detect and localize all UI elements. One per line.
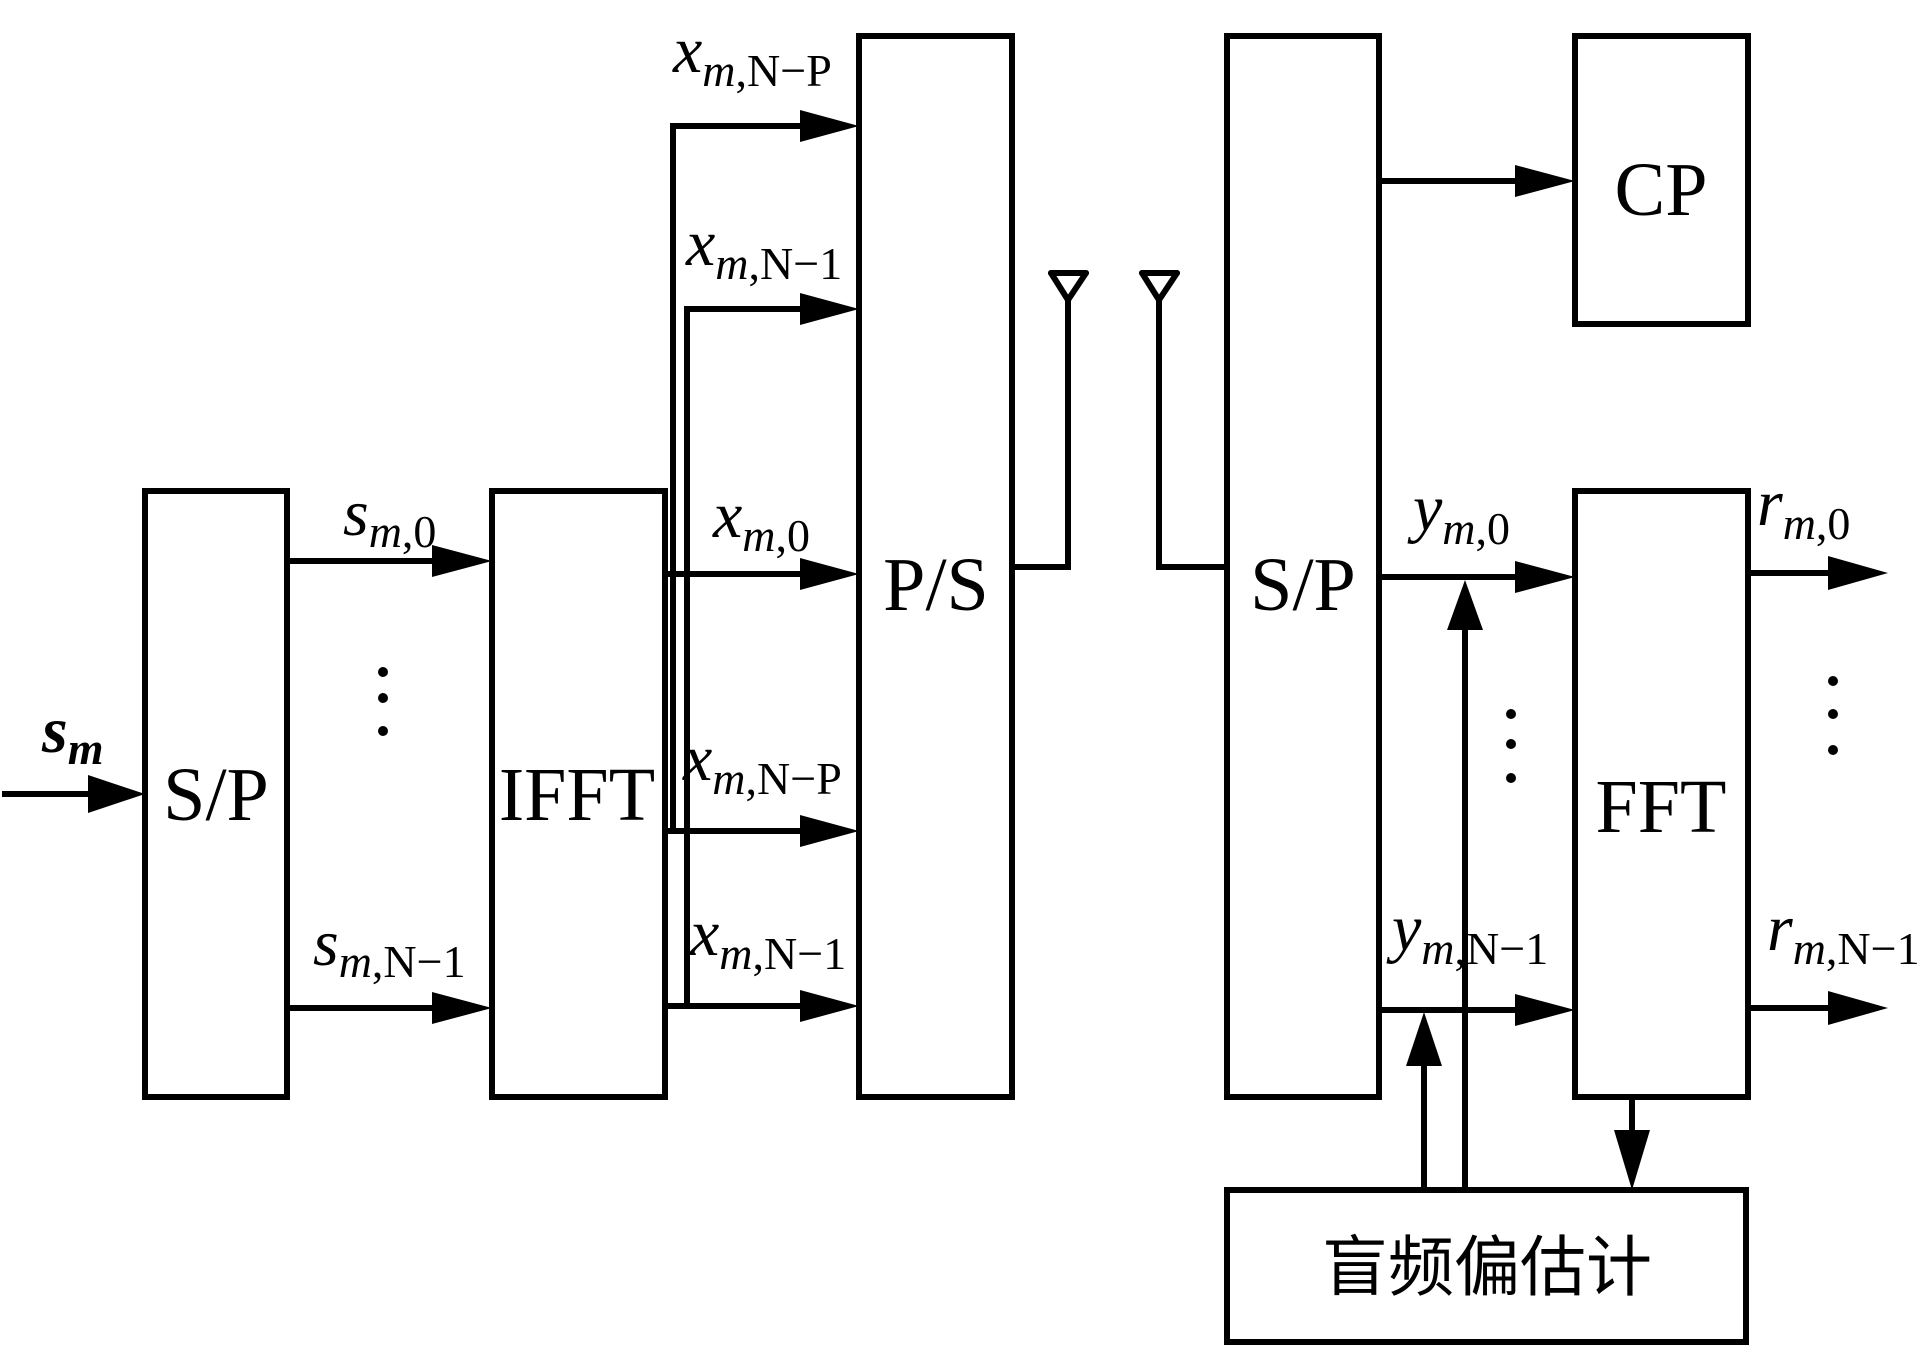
antenna-icon [1139, 270, 1180, 303]
arrowhead-xN1 [800, 990, 859, 1022]
arrowhead-r0 [1828, 556, 1888, 590]
arrowhead-s0 [432, 545, 492, 577]
label-x0: xm,0 [712, 479, 810, 561]
block-estimator-label: 盲频偏估计 [1322, 1229, 1652, 1306]
wire-antenna-sp [1156, 297, 1230, 570]
block-ifft: IFFT [489, 488, 668, 1100]
block-blind-cfo-estimator: 盲频偏估计 [1224, 1187, 1749, 1345]
block-ifft-label: IFFT [499, 753, 655, 837]
block-cp-label: CP [1615, 148, 1708, 232]
label-sN1: sm,N−1 [313, 907, 466, 987]
block-fft: FFT [1572, 488, 1751, 1100]
block-sp-rx: S/P [1224, 33, 1382, 1100]
block-sp-rx-label: S/P [1250, 543, 1356, 627]
wire-ps-antenna [1010, 297, 1071, 570]
block-cp: CP [1572, 33, 1751, 327]
arrowhead-est-yN1 [1406, 1012, 1442, 1066]
wire-cp-copy-xN1 [684, 306, 808, 1009]
ellipsis-r [1828, 676, 1838, 755]
block-ps-label: P/S [883, 543, 989, 627]
block-sp-tx-label: S/P [163, 753, 269, 837]
block-fft-label: FFT [1596, 765, 1727, 849]
label-r0: rm,0 [1757, 467, 1850, 549]
ellipsis-s [378, 667, 388, 736]
block-sp-tx: S/P [142, 488, 290, 1100]
arrowhead-yN1 [1515, 994, 1575, 1026]
label-xNP-top: xm,N−P [672, 14, 832, 96]
wire-cp-copy-xNP [670, 123, 808, 834]
label-y0: ym,0 [1407, 472, 1510, 554]
arrowhead-y0 [1515, 561, 1575, 593]
arrowhead-rN1 [1828, 991, 1888, 1025]
arrowhead-xN1-top [800, 293, 859, 325]
arrowhead-xNP-top [800, 110, 859, 142]
label-yN1: ym,N−1 [1386, 892, 1548, 974]
arrowhead-input [88, 775, 145, 813]
arrowhead-x0 [800, 558, 859, 590]
antenna-icon [1048, 270, 1089, 303]
block-ps: P/S [856, 33, 1015, 1100]
arrowhead-est-y0 [1447, 580, 1483, 630]
ellipsis-y [1506, 709, 1516, 783]
label-input-sm: sm [41, 694, 103, 774]
label-xN1-top: xm,N−1 [685, 207, 842, 289]
label-s0: sm,0 [343, 477, 436, 557]
arrowhead-cp [1515, 165, 1575, 197]
arrowhead-xNP [800, 815, 859, 847]
arrowhead-fft-est [1614, 1130, 1650, 1190]
label-xNP: xm,N−P [682, 722, 842, 804]
arrowhead-sN1 [432, 992, 492, 1024]
label-xN1: xm,N−1 [689, 897, 846, 979]
label-rN1: rm,N−1 [1767, 892, 1920, 974]
